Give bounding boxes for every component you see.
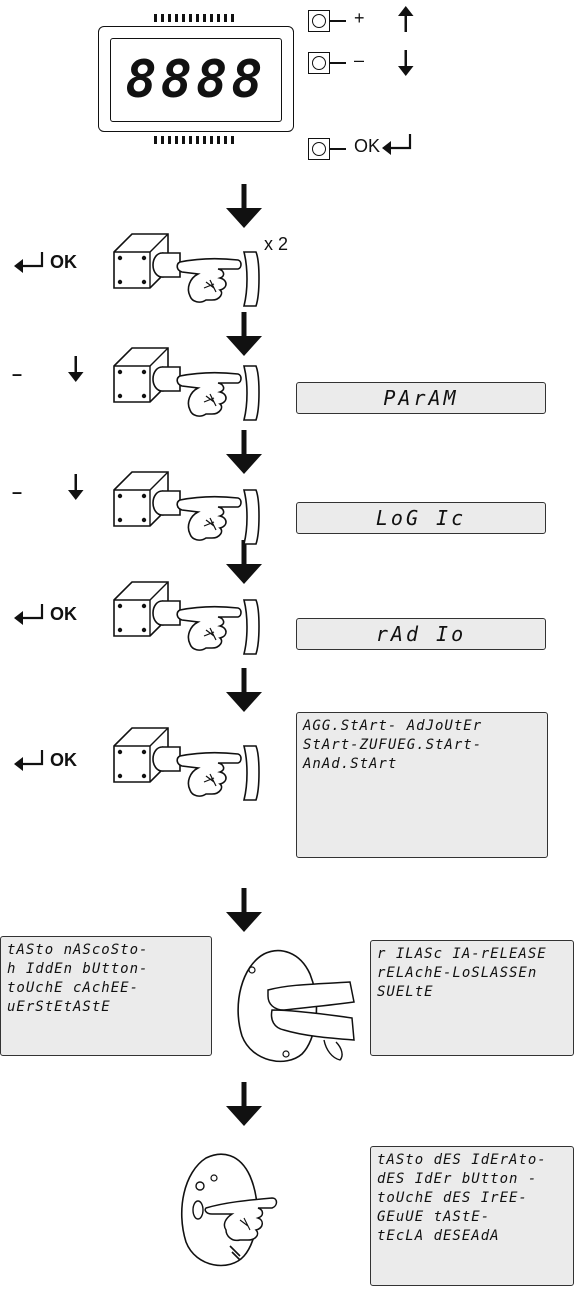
minus-button-box: [308, 52, 330, 74]
step-1-key: OK: [50, 252, 77, 272]
desired-button-text: tASto dES IdErAto- dES IdEr bUtton - toU…: [370, 1146, 574, 1286]
flow-arrow-7: [226, 1082, 262, 1126]
ok-button[interactable]: OK: [308, 132, 458, 162]
plus-button-box: [308, 10, 330, 32]
step-3-display: LoG Ic: [296, 502, 546, 534]
device-top-ticks: [154, 14, 234, 22]
step-2-key: –: [12, 364, 23, 384]
press-button-icon: [113, 727, 260, 801]
ok-button-box: [308, 138, 330, 160]
minus-button-lead: [330, 62, 346, 64]
step-3-key: –: [12, 482, 23, 502]
press-button-icon: [113, 347, 260, 421]
step-4: OK rAd Io: [0, 578, 583, 668]
device-screen: 8888: [110, 38, 282, 122]
press-button-icon: [113, 471, 260, 545]
enter-arrow-icon: [12, 250, 44, 275]
enter-arrow-icon: [12, 602, 44, 627]
device-digits: 8888: [125, 50, 267, 110]
hidden-button-text: tASto nAScoSto- h IddEn bUtton- toUchE c…: [0, 936, 212, 1056]
plus-button-label: +: [354, 8, 365, 28]
ok-button-circle: [312, 142, 326, 156]
ok-button-label: OK: [354, 136, 381, 156]
step-2: – PArAM: [0, 344, 583, 434]
down-arrow-icon: [68, 474, 84, 500]
step-4-key: OK: [50, 604, 77, 624]
plus-button[interactable]: +: [308, 6, 458, 34]
plus-button-lead: [330, 20, 346, 22]
desired-button-press-icon: [180, 1153, 278, 1267]
release-text: r ILASc IA-rELEASE rELAchE-LoSLASSEn SUE…: [370, 940, 574, 1056]
flow-arrow-6: [226, 888, 262, 932]
minus-button[interactable]: –: [308, 50, 458, 76]
flow-arrow-5: [226, 668, 262, 712]
minus-button-label: –: [354, 50, 365, 70]
step-5-key: OK: [50, 750, 77, 770]
press-button-icon: [113, 581, 260, 655]
step-1: OK x 2: [0, 228, 583, 318]
flow-arrow-1: [226, 184, 262, 228]
up-arrow-icon: [398, 6, 414, 32]
device-bezel: [98, 26, 294, 132]
down-arrow-icon: [398, 50, 414, 76]
step-1-repeat-note: x 2: [264, 234, 289, 254]
ok-button-lead: [330, 148, 346, 150]
hidden-button-press-icon: [237, 949, 355, 1062]
step-4-display: rAd Io: [296, 618, 546, 650]
plus-button-circle: [312, 14, 326, 28]
device-panel: 8888: [98, 26, 294, 132]
step-2-display: PArAM: [296, 382, 546, 414]
enter-arrow-icon: [12, 748, 44, 773]
down-arrow-icon: [68, 356, 84, 382]
minus-button-circle: [312, 56, 326, 70]
step-5: OK AGG.StArt- AdJoUtEr StArt-ZUFUEG.StAr…: [0, 712, 583, 862]
step-3: – LoG Ic: [0, 468, 583, 558]
enter-arrow-icon: [380, 132, 412, 157]
step-5-display: AGG.StArt- AdJoUtEr StArt-ZUFUEG.StArt- …: [296, 712, 548, 858]
device-bottom-ticks: [154, 136, 234, 144]
press-button-icon: [113, 233, 260, 307]
